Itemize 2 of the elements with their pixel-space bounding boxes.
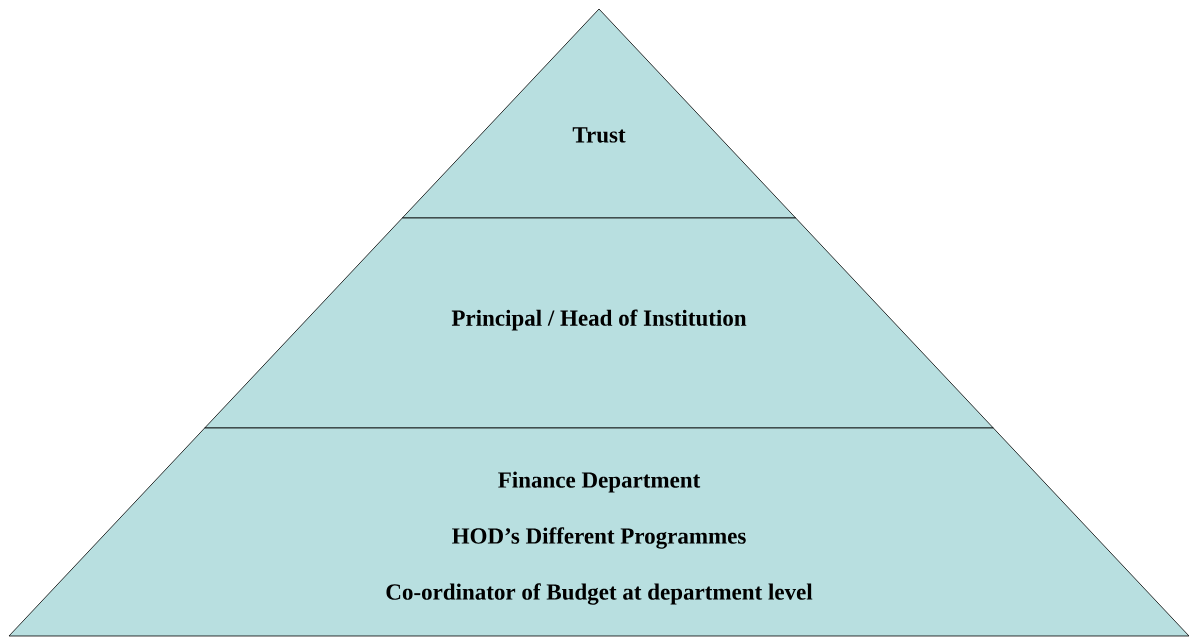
pyramid-tier: Finance Department HOD’s Different Programmes Co-ordinator of Budget at department level (8, 427, 1189, 637)
pyramid-tier: Trust (401, 8, 797, 219)
